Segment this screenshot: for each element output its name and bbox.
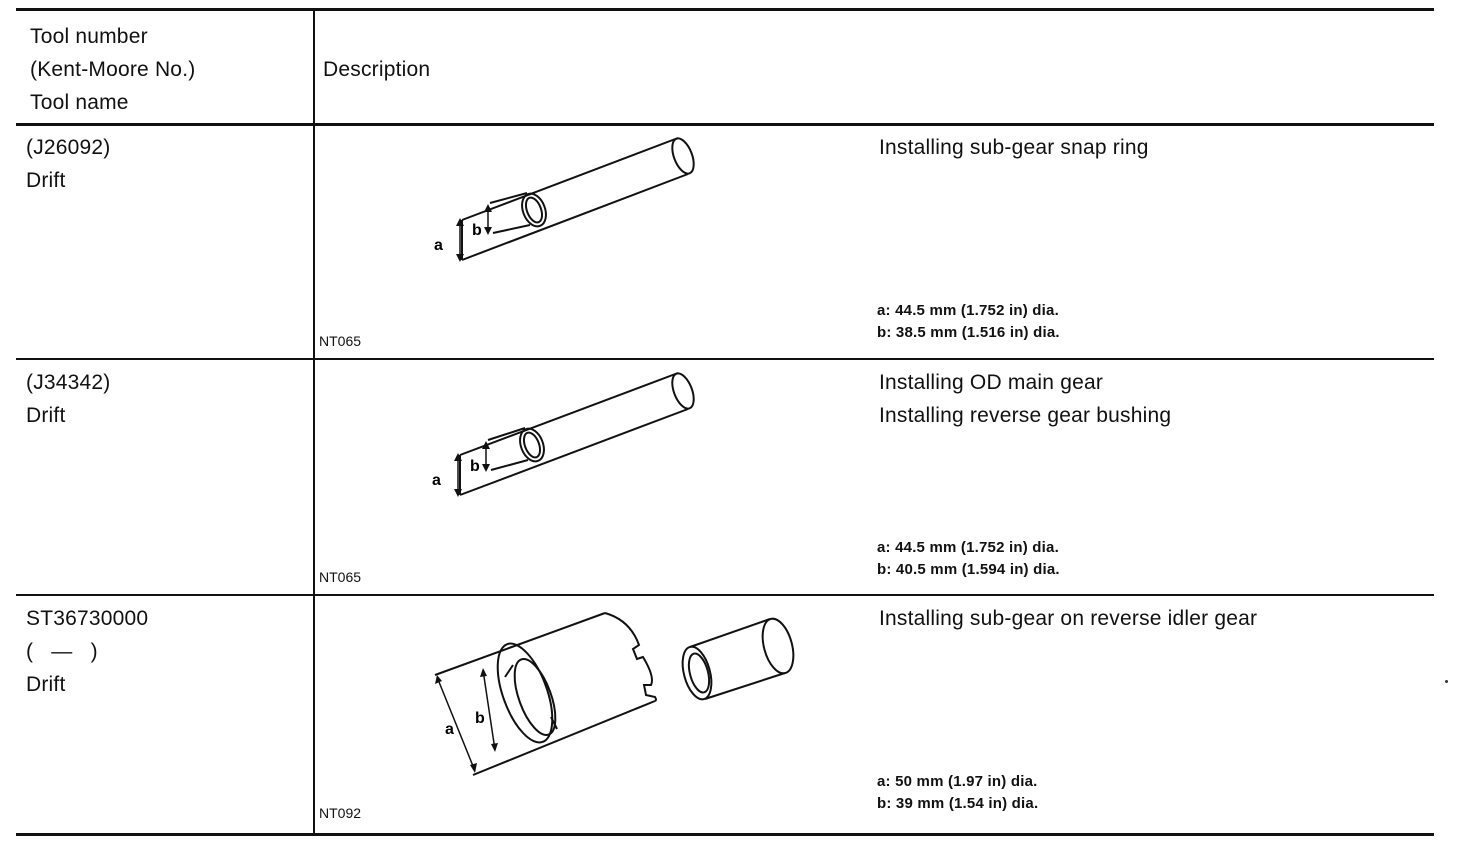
row3-spec-a: a: 50 mm (1.97 in) dia. — [877, 773, 1038, 790]
row1-tool-cell: (J26092) Drift — [26, 131, 110, 197]
row3-tool-name: Drift — [26, 673, 66, 696]
row1-specs: a: 44.5 mm (1.752 in) dia. b: 38.5 mm (1… — [877, 300, 1060, 344]
row2-uses: Installing OD main gear Installing rever… — [879, 366, 1171, 432]
header-tool-number: Tool number — [30, 25, 148, 48]
row3-kent-moore: ( — ) — [26, 640, 98, 663]
header-tool-column: Tool number (Kent-Moore No.) Tool name — [30, 20, 195, 119]
row1-tool-name: Drift — [26, 169, 66, 192]
header-tool-name: Tool name — [30, 91, 129, 114]
row1-tool-number: (J26092) — [26, 136, 111, 159]
row1-label-a: a — [434, 237, 443, 254]
row2-spec-a: a: 44.5 mm (1.752 in) dia. — [877, 539, 1059, 556]
table-bottom-rule — [16, 833, 1434, 836]
row2-figure-code: NT065 — [319, 569, 362, 585]
column-divider — [313, 8, 315, 836]
table-top-rule — [16, 8, 1434, 11]
row1-drift-drawing: a b — [434, 137, 695, 262]
row2-spec-b: b: 40.5 mm (1.594 in) dia. — [877, 561, 1060, 578]
row3-tool-cell: ST36730000 ( — ) Drift — [26, 602, 148, 701]
row1-use: Installing sub-gear snap ring — [879, 136, 1149, 159]
row2-tool-number: (J34342) — [26, 371, 111, 394]
row3-figure-code: NT092 — [319, 805, 362, 821]
row2-specs: a: 44.5 mm (1.752 in) dia. b: 40.5 mm (1… — [877, 537, 1060, 581]
row3-tool-number: ST36730000 — [26, 607, 149, 630]
row3-label-b: b — [475, 710, 485, 727]
row2-label-a: a — [432, 472, 441, 489]
row2-tool-name: Drift — [26, 404, 66, 427]
row1-spec-a: a: 44.5 mm (1.752 in) dia. — [877, 302, 1059, 319]
header-bottom-rule — [16, 123, 1434, 126]
row2-label-b: b — [470, 458, 480, 475]
row1-spec-b: b: 38.5 mm (1.516 in) dia. — [877, 324, 1060, 341]
row3-use: Installing sub-gear on reverse idler gea… — [879, 607, 1258, 630]
row3-drift-drawing: a b — [434, 612, 795, 776]
row2-tool-cell: (J34342) Drift — [26, 366, 110, 432]
row-divider-2 — [16, 594, 1434, 596]
row3-specs: a: 50 mm (1.97 in) dia. b: 39 mm (1.54 i… — [877, 771, 1038, 815]
row3-label-a: a — [445, 721, 454, 738]
row3-spec-b: b: 39 mm (1.54 in) dia. — [877, 795, 1039, 812]
row1-figure-code: NT065 — [319, 333, 362, 349]
scan-speck — [1445, 680, 1448, 683]
row2-use-2: Installing reverse gear bushing — [879, 404, 1172, 427]
row1-label-b: b — [472, 222, 482, 239]
header-description: Description — [323, 58, 431, 81]
header-kent-moore: (Kent-Moore No.) — [30, 58, 196, 81]
row2-use-1: Installing OD main gear — [879, 371, 1104, 394]
row2-drift-drawing: a b — [432, 372, 695, 497]
row-divider-1 — [16, 358, 1434, 360]
